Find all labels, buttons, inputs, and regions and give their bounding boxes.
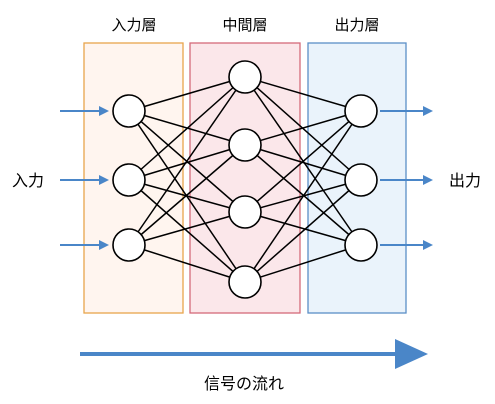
- output-layer-title: 出力層: [334, 16, 379, 34]
- output-neuron-3: [344, 228, 378, 262]
- output-neuron-2: [344, 163, 378, 197]
- signal-flow-label: 信号の流れ: [204, 374, 284, 393]
- input-hidden-connection-1-1: [128, 76, 246, 112]
- hidden-output-connection-4-1: [244, 110, 362, 283]
- input-hidden-connection-2-2: [128, 144, 246, 181]
- hidden-output-connection-2-3: [244, 144, 362, 246]
- input-neuron-2: [112, 163, 146, 197]
- hidden-output-connection-1-1: [244, 76, 362, 112]
- input-layer-title: 入力層: [111, 16, 156, 34]
- neurons-group: [112, 60, 378, 299]
- hidden-neuron-1: [228, 60, 262, 94]
- signal-flow-arrow: [80, 339, 428, 369]
- input-neuron-3: [112, 228, 146, 262]
- input-hidden-connection-3-4: [128, 244, 246, 283]
- hidden-neuron-4: [228, 265, 262, 299]
- hidden-output-connection-3-3: [244, 211, 362, 246]
- hidden-layer-title: 中間層: [222, 16, 267, 34]
- hidden-output-connection-4-2: [244, 179, 362, 283]
- input-neuron-1: [112, 94, 146, 128]
- hidden-output-connection-4-3: [244, 244, 362, 283]
- signal-flow-arrowhead: [395, 339, 428, 369]
- input-side-label: 入力: [12, 171, 44, 190]
- input-hidden-connection-2-3: [128, 179, 246, 213]
- input-hidden-connection-3-3: [128, 211, 246, 246]
- input-hidden-connection-3-1: [128, 76, 246, 246]
- input-hidden-connection-2-4: [128, 179, 246, 283]
- input-arrows-group: [60, 106, 109, 250]
- connections-group: [128, 76, 362, 283]
- output-neuron-1: [344, 94, 378, 128]
- hidden-neuron-3: [228, 195, 262, 229]
- hidden-neuron-2: [228, 128, 262, 162]
- output-side-label: 出力: [449, 171, 481, 190]
- hidden-output-connection-3-1: [244, 110, 362, 213]
- input-hidden-connection-2-1: [128, 76, 246, 181]
- hidden-output-connection-2-2: [244, 144, 362, 181]
- hidden-output-connection-2-1: [244, 110, 362, 146]
- input-hidden-connection-3-2: [128, 144, 246, 246]
- output-arrows-group: [380, 106, 433, 250]
